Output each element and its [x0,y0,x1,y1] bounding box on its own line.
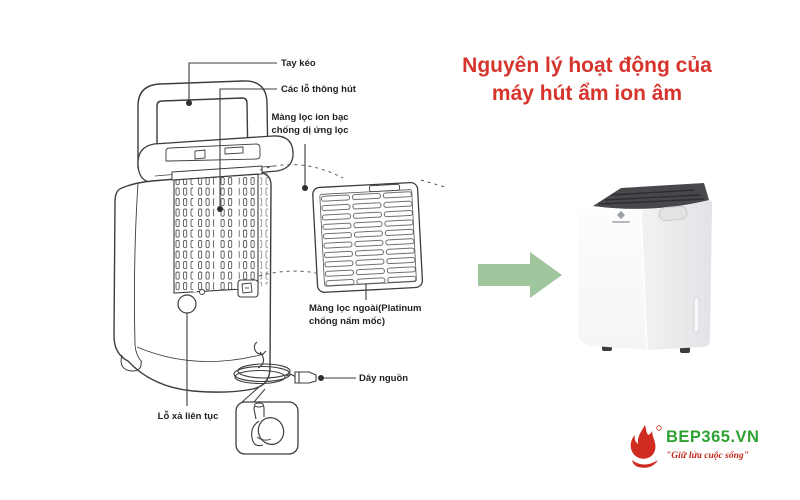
label-power-cord: Dây nguồn [359,373,409,384]
power-cord-drawing [233,341,317,385]
title-line-2: máy hút ẩm ion âm [491,82,683,105]
label-outer-filter: Màng lọc ngoài(Platinum chống nấm mốc) [309,303,422,327]
label-drain-hole: Lỗ xả liên tục [157,411,219,422]
label-ion-filter: Màng lọc ion bạc chống dị ứng lọc [271,112,349,136]
label-handle: Tay kéo [281,58,316,69]
photo-side-handle [658,205,688,222]
intake-grille-drawing [171,165,268,294]
dehumidifier-line-drawing [113,62,446,455]
photo-corner-highlight [640,210,648,351]
photo-dark-top [593,183,709,209]
photo-water-window [693,297,700,333]
filter-panel-drawing [312,182,424,293]
callout-dots [186,100,324,381]
caster-wheel-inset [235,386,299,455]
dehumidifier-photo [578,183,712,353]
logo-tagline: "Giữ lửa cuộc sống" [666,451,749,461]
green-arrow-icon [478,252,562,298]
label-intake-vents: Các lỗ thông hút [281,84,356,95]
page-title: Nguyên lý hoạt động của máy hút ẩm ion â… [437,52,737,108]
photo-brand-emblem [612,211,630,223]
cord-socket-drawing [237,279,259,298]
photo-right-face [641,200,712,350]
title-line-1: Nguyên lý hoạt động của [462,54,712,77]
callout-lines [186,62,367,406]
dashed-guide-lines [258,164,446,277]
site-logo: BEP365.VN "Giữ lửa cuộc sống" [628,420,788,475]
logo-brand-text: BEP365.VN [666,428,760,446]
flame-icon [630,425,662,468]
photo-front-face [578,209,647,350]
